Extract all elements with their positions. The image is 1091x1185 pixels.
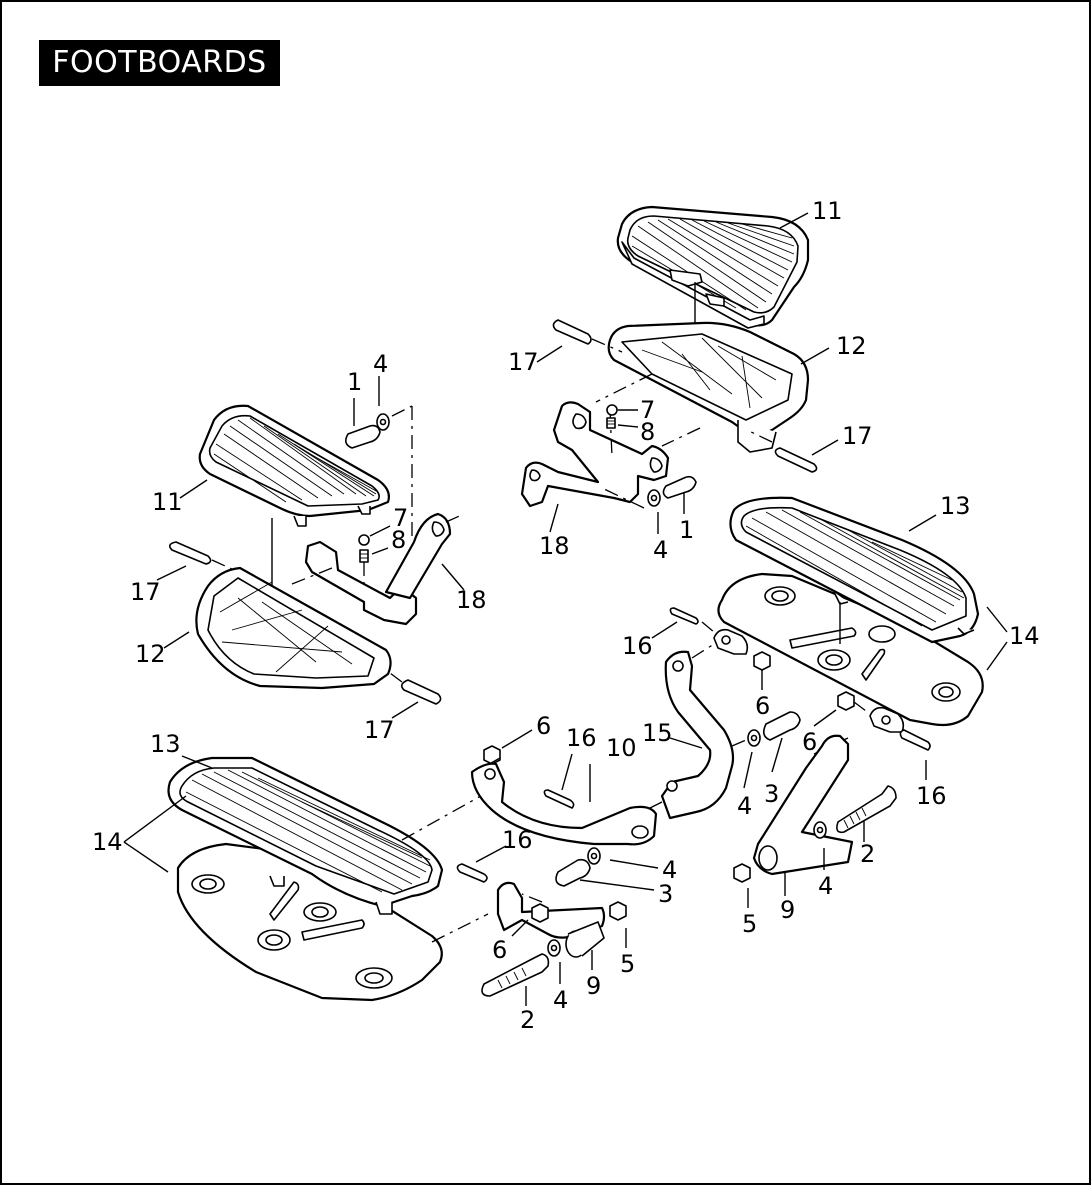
pin-upper-right-right bbox=[774, 447, 818, 473]
callout-16-right-lower: 16 bbox=[916, 782, 947, 810]
bolt-2-right bbox=[836, 785, 897, 834]
bolt-16-right-upper bbox=[669, 607, 699, 625]
mount-bracket-left bbox=[304, 512, 452, 626]
nut-6-center-lower bbox=[531, 903, 549, 923]
floorboard-pad-right bbox=[729, 496, 980, 644]
callout-7-left: 7 bbox=[393, 504, 408, 532]
callout-2-right: 2 bbox=[860, 840, 875, 868]
callout-5-center: 5 bbox=[620, 950, 635, 978]
callout-4-center-upper: 4 bbox=[662, 856, 677, 884]
washer-4-center-upper bbox=[587, 847, 601, 865]
page-title: FOOTBOARDS bbox=[39, 40, 280, 86]
callout-10: 10 bbox=[606, 734, 637, 762]
callout-7-upper: 7 bbox=[640, 396, 655, 424]
callout-6-right-upper: 6 bbox=[755, 692, 770, 720]
footboard-bracket-upper-right bbox=[607, 321, 810, 453]
callout-17-left-lower: 17 bbox=[364, 716, 395, 744]
callout-13-right: 13 bbox=[940, 492, 971, 520]
callout-11-left: 11 bbox=[152, 488, 183, 516]
washer-upper-right bbox=[647, 489, 661, 507]
callout-4-upper: 4 bbox=[653, 536, 668, 564]
callout-9-right: 9 bbox=[780, 896, 795, 924]
arm-10 bbox=[470, 762, 658, 846]
washer-4-right-low bbox=[813, 821, 827, 839]
bracket-15 bbox=[660, 650, 735, 820]
mount-bracket-upper-right bbox=[520, 401, 670, 508]
bolt-left bbox=[344, 424, 381, 449]
callout-16-right-upper: 16 bbox=[622, 632, 653, 660]
callout-18-upper: 18 bbox=[539, 532, 570, 560]
bolt-3-center bbox=[555, 858, 591, 887]
arm-9-center bbox=[496, 881, 606, 958]
spring-upper-right bbox=[606, 417, 616, 429]
bolt-2-center bbox=[481, 953, 550, 997]
callout-16-center-upper: 16 bbox=[566, 724, 597, 752]
clevis-right-lower bbox=[869, 706, 905, 733]
footboard-bracket-left-upper bbox=[195, 566, 392, 690]
callout-8-left: 8 bbox=[391, 526, 406, 554]
bolt-16-center-lower bbox=[456, 863, 488, 883]
callout-6-center-upper: 6 bbox=[536, 712, 551, 740]
callout-4-right-low: 4 bbox=[818, 872, 833, 900]
nut-6-right-upper bbox=[753, 651, 771, 671]
callout-4-left: 4 bbox=[373, 350, 388, 378]
callout-15: 15 bbox=[642, 719, 673, 747]
floorboard-pad-left bbox=[167, 756, 444, 915]
bolt-upper-right bbox=[662, 475, 697, 499]
ball-upper-right bbox=[606, 404, 618, 416]
nut-6-center-upper bbox=[483, 745, 501, 765]
clevis-right-upper bbox=[713, 628, 749, 655]
callout-13-left: 13 bbox=[150, 730, 181, 758]
washer-left bbox=[376, 413, 390, 431]
callout-14-right: 14 bbox=[1009, 622, 1040, 650]
ball-left bbox=[358, 534, 370, 546]
callout-14-left: 14 bbox=[92, 828, 123, 856]
footboard-pad-left-upper bbox=[198, 404, 390, 527]
pin-left-upper bbox=[168, 541, 212, 565]
pin-left-lower bbox=[400, 679, 442, 705]
floorboard-bracket-left bbox=[176, 842, 443, 1002]
callout-6-center-lower: 6 bbox=[492, 936, 507, 964]
callout-6-right-lower: 6 bbox=[802, 728, 817, 756]
washer-4-center-lower bbox=[547, 939, 561, 957]
bolt-16-center-upper bbox=[543, 789, 575, 809]
callout-12-upper: 12 bbox=[836, 332, 867, 360]
callout-9-center: 9 bbox=[586, 972, 601, 1000]
callout-18-left: 18 bbox=[456, 586, 487, 614]
callout-12-left: 12 bbox=[135, 640, 166, 668]
callout-3-center: 3 bbox=[658, 880, 673, 908]
callout-4-right-mid: 4 bbox=[737, 792, 752, 820]
callout-17-upper-right: 17 bbox=[842, 422, 873, 450]
callout-17-upper-left: 17 bbox=[508, 348, 539, 376]
callout-1-left: 1 bbox=[347, 368, 362, 396]
nut-5-right bbox=[733, 863, 751, 883]
nut-5-center bbox=[609, 901, 627, 921]
callout-11-upper: 11 bbox=[812, 197, 843, 225]
bolt-16-right-lower bbox=[899, 729, 931, 751]
arm-9-right bbox=[752, 734, 854, 876]
callout-1-upper: 1 bbox=[679, 516, 694, 544]
callout-2-center: 2 bbox=[520, 1006, 535, 1034]
callout-17-left-upper: 17 bbox=[130, 578, 161, 606]
callout-3-right: 3 bbox=[764, 780, 779, 808]
bolt-3-right bbox=[762, 711, 801, 741]
callout-8-upper: 8 bbox=[640, 418, 655, 446]
callout-16-center-lower: 16 bbox=[502, 826, 533, 854]
spring-left bbox=[359, 549, 369, 563]
callout-5-right: 5 bbox=[742, 910, 757, 938]
washer-4-right-mid bbox=[747, 729, 761, 747]
floorboard-bracket-right bbox=[717, 572, 984, 727]
pin-upper-right-left bbox=[552, 319, 592, 345]
nut-6-right-lower bbox=[837, 691, 855, 711]
footboard-pad-upper-right bbox=[616, 205, 810, 329]
callout-4-center-lower: 4 bbox=[553, 986, 568, 1014]
